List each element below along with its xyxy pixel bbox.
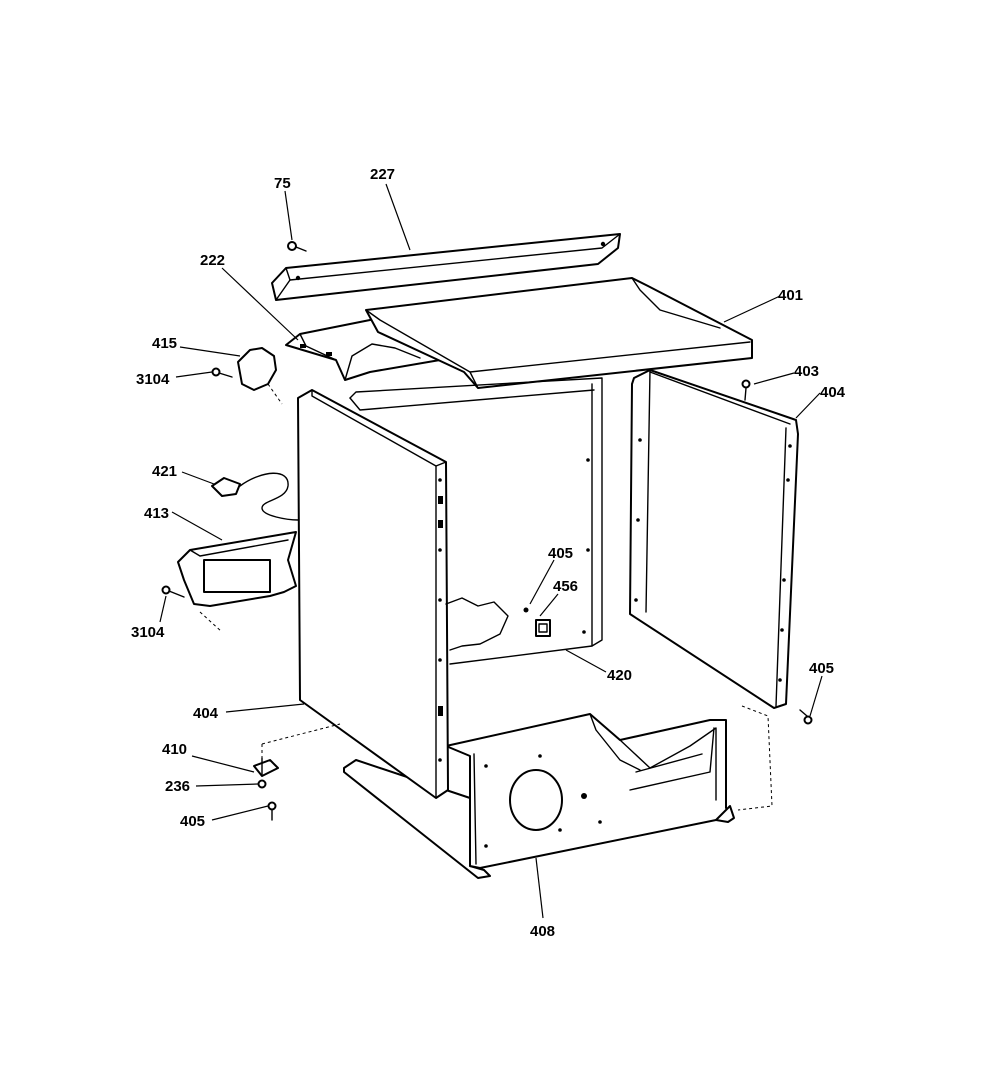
callout-3104-top: 3104 xyxy=(136,371,170,388)
callout-410: 410 xyxy=(162,741,187,758)
callout-456: 456 xyxy=(553,578,578,595)
callout-75: 75 xyxy=(274,175,291,192)
callout-405-leg: 405 xyxy=(180,813,205,830)
callout-401: 401 xyxy=(778,287,803,304)
top-panel-part xyxy=(365,277,753,389)
screw-405-back xyxy=(523,607,529,613)
callout-408: 408 xyxy=(530,923,555,940)
top-rail-part xyxy=(271,233,621,301)
callout-227: 227 xyxy=(370,166,395,183)
callout-405-back: 405 xyxy=(548,545,573,562)
base-part xyxy=(343,713,735,879)
screw-75 xyxy=(287,241,307,252)
left-side-panel-part xyxy=(297,389,449,799)
callout-421: 421 xyxy=(152,463,177,480)
back-panel-part xyxy=(349,377,603,665)
assembly-guide-lines xyxy=(261,705,773,811)
callout-415: 415 xyxy=(152,335,177,352)
callout-403: 403 xyxy=(794,363,819,380)
screw-403 xyxy=(741,379,751,401)
part-415 xyxy=(237,347,283,405)
callout-420: 420 xyxy=(607,667,632,684)
callout-3104-bottom: 3104 xyxy=(131,624,165,641)
callout-236: 236 xyxy=(165,778,190,795)
right-side-panel-part xyxy=(629,369,799,709)
callout-405-right: 405 xyxy=(809,660,834,677)
callout-404-left: 404 xyxy=(193,705,219,722)
callout-labels: 75 227 222 401 415 3104 403 404 421 413 … xyxy=(131,166,846,940)
screw-3104-bottom xyxy=(161,585,185,598)
callout-413: 413 xyxy=(144,505,169,522)
part-456 xyxy=(535,619,551,637)
callout-404-right: 404 xyxy=(820,384,846,401)
callout-222: 222 xyxy=(200,252,225,269)
leveling-leg-part xyxy=(253,757,279,821)
terminal-block-part xyxy=(177,531,297,633)
back-panel-opening xyxy=(445,597,509,651)
power-cord-part xyxy=(211,472,299,521)
screw-405-right xyxy=(799,709,813,725)
screw-3104-top xyxy=(211,367,233,378)
leader-lines xyxy=(159,183,823,919)
